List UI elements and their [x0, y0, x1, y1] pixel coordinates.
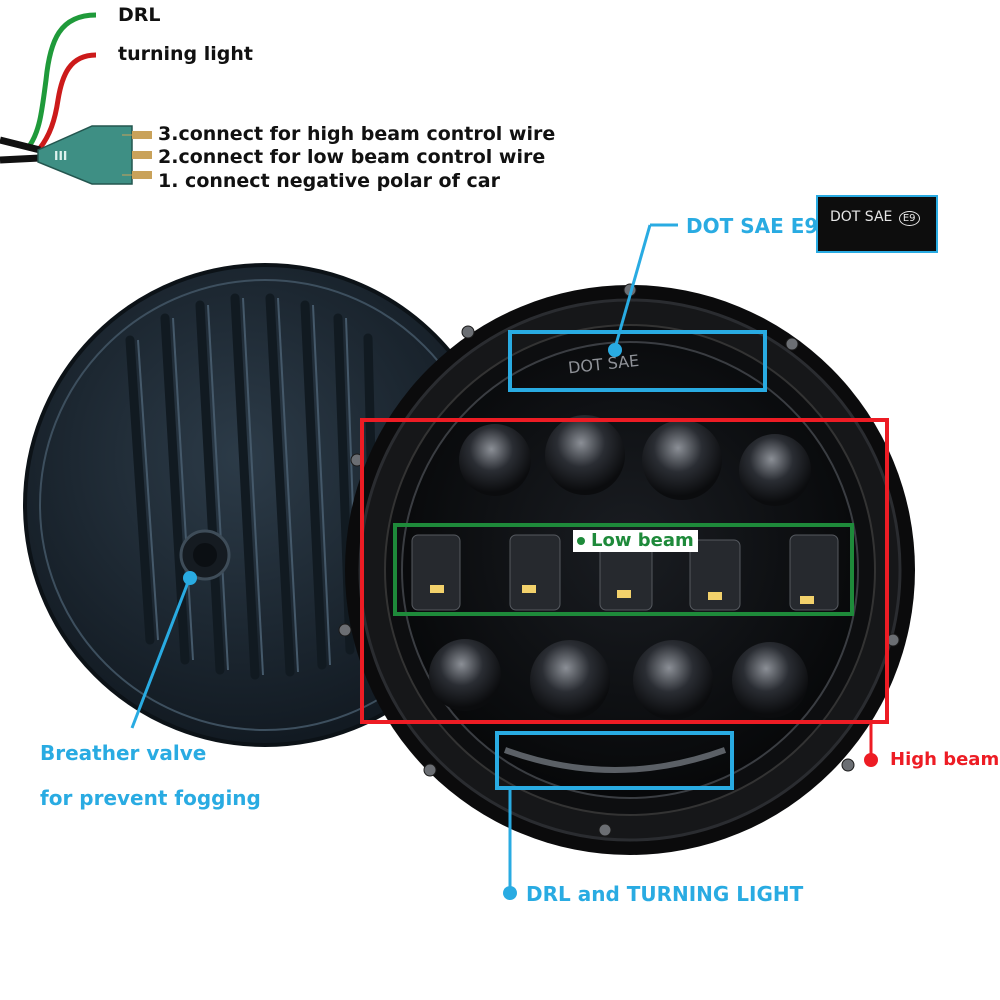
low-beam-reflectors	[411, 534, 839, 611]
turning-wire-label: turning light	[118, 43, 253, 65]
drl-wire	[27, 12, 97, 147]
high-beam-box	[360, 418, 889, 724]
badge-text: DOT SAE E9	[830, 209, 920, 226]
low-beam-label: Low beam	[573, 530, 698, 552]
drl-box	[495, 731, 734, 790]
low-beam-box	[393, 523, 854, 616]
pin-2	[132, 151, 152, 159]
breather-label-line1: Breather valve	[40, 741, 207, 765]
turning-wire	[37, 52, 97, 150]
dot-sae-label: DOT SAE E9	[686, 214, 819, 238]
upper-led-row	[459, 415, 811, 506]
dot-sae-badge: DOT SAE E9	[816, 195, 938, 253]
dot-sae-box	[508, 330, 767, 392]
lower-led-row	[429, 639, 808, 720]
low-beam-text: Low beam	[591, 530, 694, 551]
dot-sae-leader-2	[613, 224, 652, 349]
main-cable	[0, 136, 41, 164]
callout-overlays	[130, 223, 889, 900]
drl-ring	[503, 747, 727, 773]
pin-3-label: 3.connect for high beam control wire	[158, 123, 556, 145]
pin-1-label: 1. connect negative polar of car	[158, 170, 500, 192]
breather-label-line2: for prevent fogging	[40, 786, 261, 810]
drl-turning-label: DRL and TURNING LIGHT	[526, 882, 804, 906]
connector-text: III	[54, 149, 67, 163]
drl-wire-label: DRL	[118, 4, 161, 26]
high-beam-label: High beam	[890, 749, 1000, 770]
breather-leader	[130, 576, 192, 729]
low-beam-dot-icon	[577, 537, 585, 545]
connector-body	[37, 125, 133, 185]
breather-valve	[179, 529, 231, 581]
wiring-harness: III	[0, 12, 152, 185]
e9-mark-icon: E9	[898, 211, 920, 226]
pin-2-label: 2.connect for low beam control wire	[158, 146, 546, 168]
front-headlight: DOT SAE	[338, 283, 915, 855]
